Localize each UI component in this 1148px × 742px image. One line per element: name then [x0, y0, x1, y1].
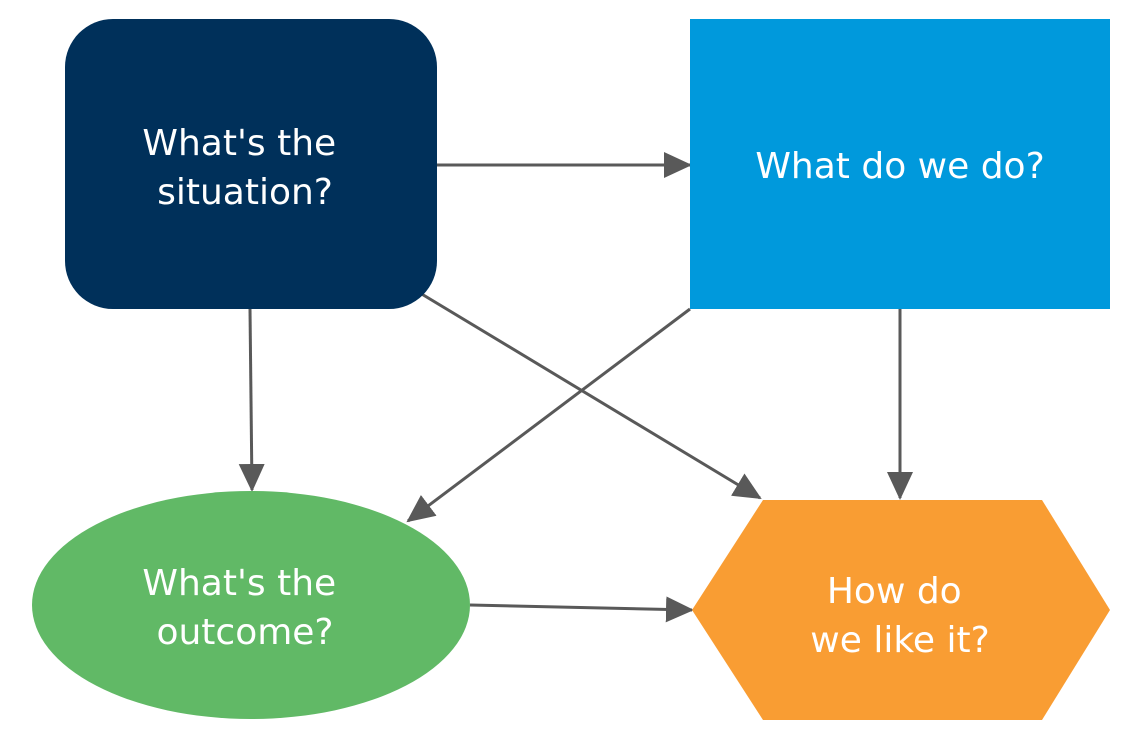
node-situation: What's the situation? [65, 19, 437, 309]
edges [238, 152, 913, 623]
situation-shape [65, 19, 437, 309]
outcome-shape [32, 491, 470, 719]
action-label-line-1: What do we do? [755, 146, 1044, 187]
node-action: What do we do? [690, 19, 1110, 309]
outcome-label-line-1: What's the [142, 563, 336, 604]
node-evaluation: How do we like it? [692, 500, 1110, 720]
situation-label-line-2: situation? [157, 172, 333, 213]
evaluation-label-line-2: we like it? [810, 620, 989, 661]
edge-situation-to-outcome [238, 308, 265, 492]
evaluation-label-line-1: How do [827, 571, 962, 612]
edge-situation-to-evaluation [419, 291, 762, 500]
edge-outcome-to-evaluation [469, 596, 694, 623]
evaluation-label: How do we like it? [810, 571, 989, 661]
action-shape [690, 19, 1110, 309]
edge-action-to-outcome [406, 307, 691, 523]
situation-label: What's the situation? [142, 123, 347, 213]
situation-label-line-1: What's the [142, 123, 336, 164]
outcome-label: What's the outcome? [142, 563, 347, 653]
action-label: What do we do? [755, 146, 1044, 187]
node-outcome: What's the outcome? [32, 491, 470, 719]
evaluation-shape [692, 500, 1110, 720]
outcome-label-line-2: outcome? [156, 612, 333, 653]
